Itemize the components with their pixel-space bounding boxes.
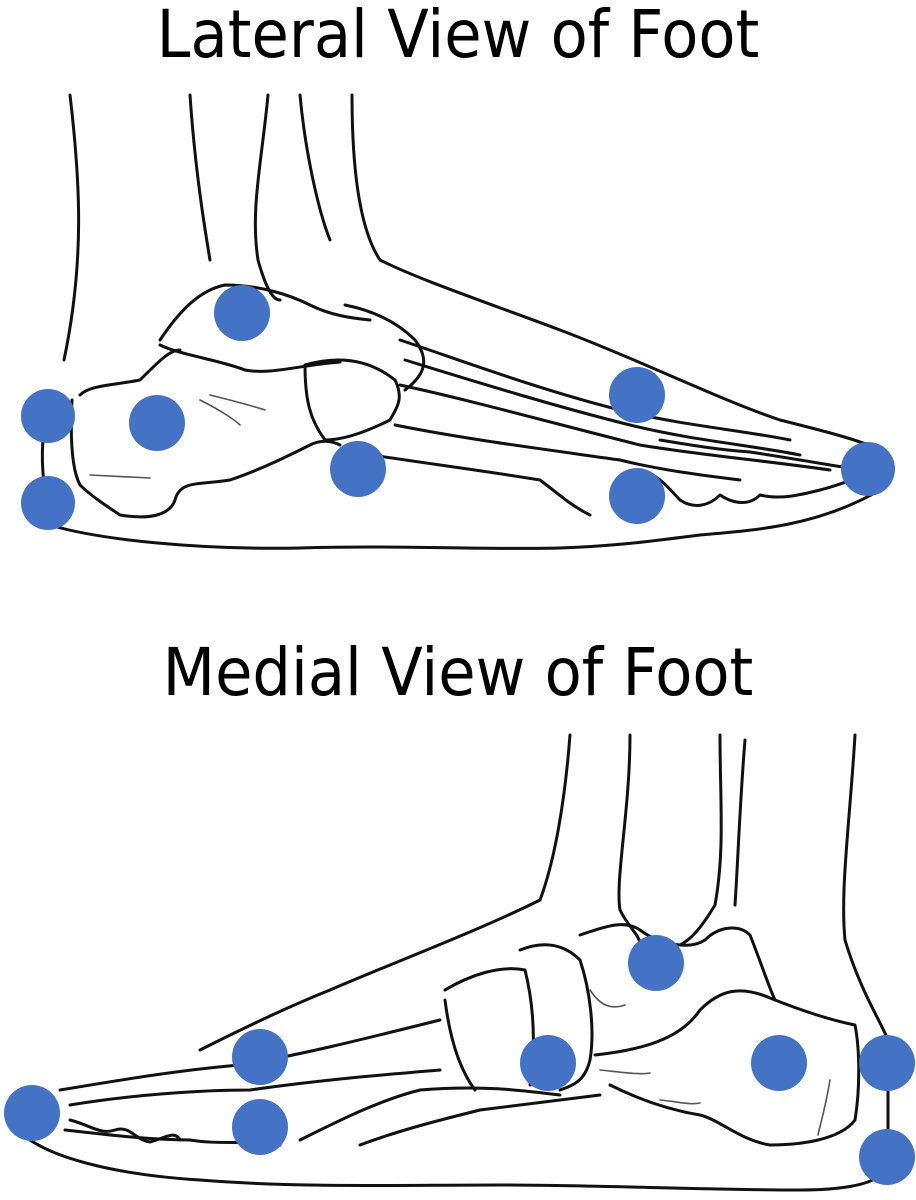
medial-marker-navicular xyxy=(520,1035,576,1091)
medial-foot-illustration xyxy=(28,733,890,1192)
lateral-marker-lateral-malleolus xyxy=(214,285,270,341)
medial-marker-first-metatarsal-head-lower xyxy=(232,1099,288,1155)
lateral-marker-fifth-metatarsal-head-upper xyxy=(609,367,665,423)
lateral-marker-heel-posterior-lower xyxy=(21,476,75,530)
lateral-marker-fifth-metatarsal-head-lower xyxy=(609,468,665,524)
medial-marker-calcaneus-medial xyxy=(751,1035,807,1091)
medial-marker-heel-posterior-lower xyxy=(859,1129,915,1185)
medial-marker-first-metatarsal-head-upper xyxy=(232,1029,288,1085)
lateral-marker-toe-tip-lateral xyxy=(841,442,895,496)
lateral-marker-fifth-metatarsal-base xyxy=(330,441,386,497)
lateral-view-title: Lateral View of Foot xyxy=(156,0,760,73)
medial-view-title: Medial View of Foot xyxy=(162,634,754,711)
lateral-marker-calcaneus-lateral xyxy=(129,395,185,451)
medial-marker-medial-malleolus xyxy=(628,935,684,991)
medial-marker-heel-posterior-upper xyxy=(859,1035,915,1091)
lateral-marker-heel-posterior-upper xyxy=(21,389,75,443)
medial-marker-toe-tip-medial xyxy=(4,1085,60,1141)
lateral-foot-illustration xyxy=(40,93,882,550)
